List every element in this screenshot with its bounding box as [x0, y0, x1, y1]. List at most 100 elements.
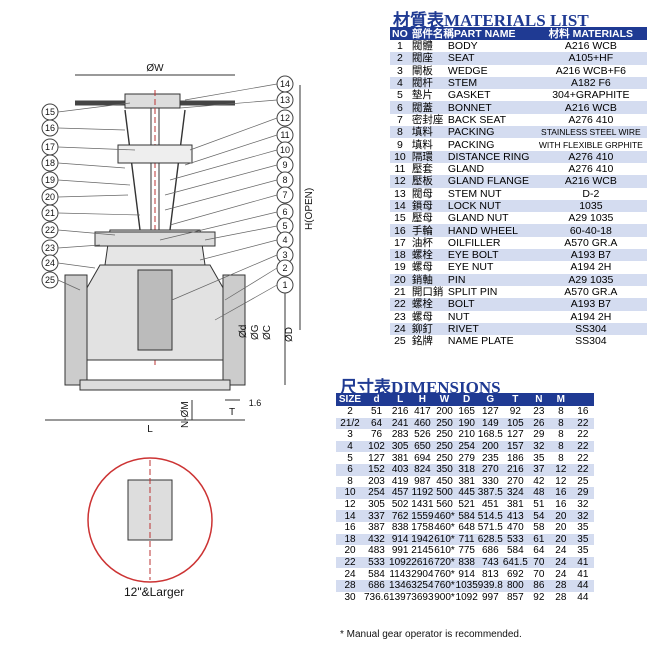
dim-d-big: ØD — [284, 327, 295, 342]
part-name: PIN — [445, 273, 535, 286]
dim-value-cell: 560 — [433, 498, 456, 511]
part-material: 304+GRAPHITE — [534, 89, 647, 102]
part-no: 7 — [390, 113, 410, 127]
part-material: A105+HF — [534, 52, 647, 65]
part-name: SPLIT PIN — [445, 285, 535, 299]
dim-value-cell: 16 — [549, 498, 572, 511]
part-cn-name: 螺母 — [409, 310, 446, 323]
part-no: 4 — [390, 76, 410, 90]
dim-size-cell: 18 — [336, 533, 364, 546]
dim-value-cell: 92 — [502, 406, 528, 418]
dim-value-cell: 533 — [502, 533, 528, 546]
part-no: 25 — [390, 335, 410, 348]
dim-value-cell: 210 — [455, 429, 478, 441]
dim-size-cell: 16 — [336, 521, 364, 534]
dim-header-cell: D — [455, 393, 478, 406]
dim-value-cell: 694 — [411, 452, 434, 464]
dim-value-cell: 648 — [455, 521, 478, 534]
dim-value-cell: 743 — [477, 556, 503, 569]
callout-22: 22 — [45, 225, 55, 235]
part-material: A182 F6 — [534, 76, 647, 90]
dim-value-cell: 762 — [389, 510, 412, 522]
dim-header-cell-extra — [571, 393, 594, 406]
dim-value-cell: 58 — [527, 521, 550, 534]
dim-value-cell: 42 — [527, 475, 550, 488]
dim-value-cell: 318 — [455, 463, 478, 476]
dim-value-cell: 584 — [455, 510, 478, 522]
dim-value-cell: 857 — [502, 591, 528, 604]
part-cn-name: 開口銷 — [409, 285, 446, 299]
callout-21: 21 — [45, 208, 55, 218]
dim-value-cell: 283 — [389, 429, 412, 441]
part-no: 13 — [390, 187, 410, 200]
callout-20: 20 — [45, 192, 55, 202]
dim-value-cell: 381 — [389, 452, 412, 464]
callout-6: 6 — [282, 207, 287, 217]
part-name: GLAND NUT — [445, 212, 535, 225]
dim-value-cell: 35 — [571, 545, 594, 557]
part-material: A194 2H — [534, 261, 647, 274]
dim-g: ØG — [250, 324, 261, 340]
dim-value-cell: 1942 — [411, 533, 434, 546]
callout-24: 24 — [45, 258, 55, 268]
header-no: NO — [390, 27, 410, 40]
dim-value-cell: 760* — [433, 568, 456, 580]
dim-value-cell: 760* — [433, 579, 456, 592]
dim-value-cell: 824 — [411, 463, 434, 476]
dim-size-cell: 20 — [336, 545, 364, 557]
dim-value-cell: 305 — [364, 498, 390, 511]
dim-value-cell: 20 — [549, 521, 572, 534]
part-name: BONNET — [445, 101, 535, 114]
dim-value-cell: 28 — [549, 579, 572, 592]
dim-size-cell: 6 — [336, 463, 364, 476]
part-name: PACKING — [445, 126, 535, 139]
dim-value-cell: 102 — [364, 440, 390, 453]
part-cn-name: 手輪 — [409, 224, 446, 237]
part-no: 18 — [390, 249, 410, 262]
part-no: 5 — [390, 89, 410, 102]
header-materials: 材料 MATERIALS — [534, 27, 647, 40]
part-cn-name: 閥座 — [409, 52, 446, 65]
dim-value-cell: 86 — [527, 579, 550, 592]
dim-value-cell: 1143 — [389, 568, 412, 580]
part-no: 10 — [390, 150, 410, 163]
dim-value-cell: 279 — [455, 452, 478, 464]
part-material: A216 WCB+F6 — [534, 64, 647, 77]
callout-23: 23 — [45, 243, 55, 253]
dim-value-cell: 190 — [455, 417, 478, 430]
part-name: STEM NUT — [445, 187, 535, 200]
part-no: 22 — [390, 298, 410, 311]
dim-value-cell: 152 — [364, 463, 390, 476]
dim-value-cell: 23 — [527, 406, 550, 418]
callout-5: 5 — [282, 221, 287, 231]
dim-value-cell: 64 — [364, 417, 390, 430]
part-no: 24 — [390, 322, 410, 336]
part-name: LOCK NUT — [445, 199, 535, 213]
dim-value-cell: 22 — [571, 463, 594, 476]
part-cn-name: 鉚釘 — [409, 322, 446, 336]
dim-size-cell: 10 — [336, 487, 364, 499]
materials-header-row: NO 部件名稱PART NAME 材料 MATERIALS — [390, 27, 647, 40]
dim-value-cell: 381 — [502, 498, 528, 511]
dim-value-cell: 51 — [364, 406, 390, 418]
dim-value-cell: 270 — [477, 463, 503, 476]
dim-value-cell: 432 — [364, 533, 390, 546]
part-material: A276 410 — [534, 113, 647, 127]
dim-value-cell: 2904 — [411, 568, 434, 580]
dim-value-cell: 610* — [433, 533, 456, 546]
dim-value-cell: 711 — [455, 533, 478, 546]
dim-value-cell: 35 — [527, 452, 550, 464]
